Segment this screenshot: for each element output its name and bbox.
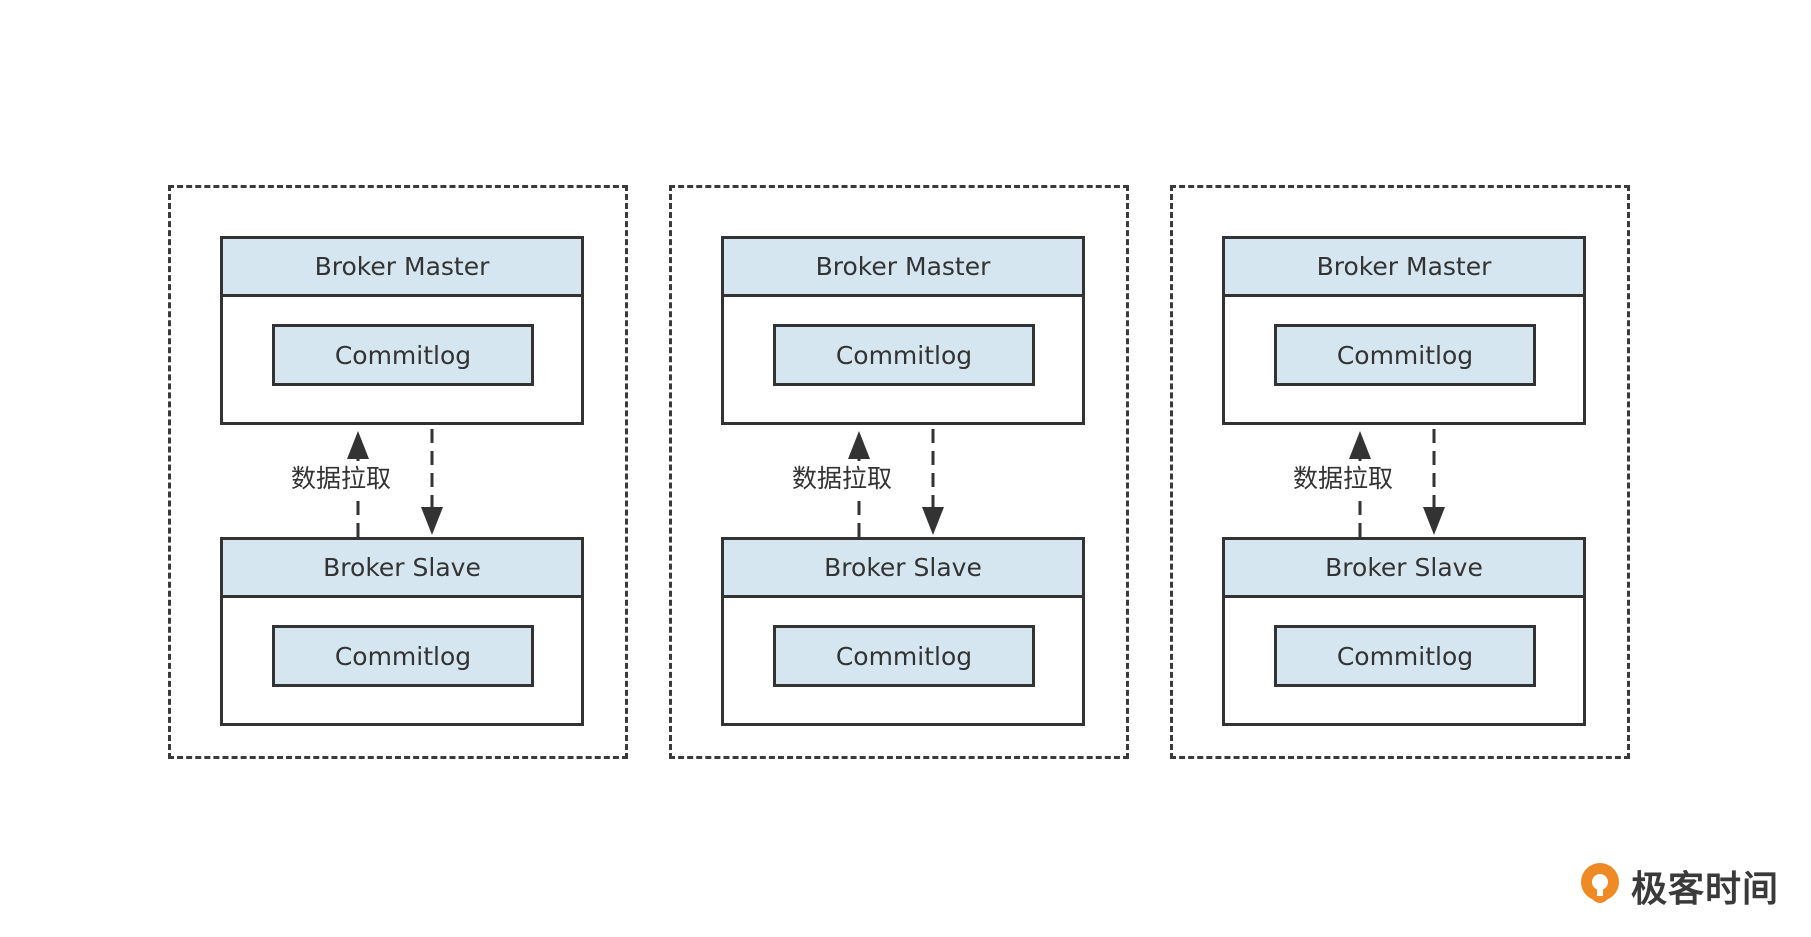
pull-arrow-up-icon xyxy=(1349,431,1371,459)
broker-slave-title: Broker Slave xyxy=(1225,540,1583,598)
broker-slave: Broker Slave Commitlog xyxy=(1222,537,1586,726)
broker-slave-title: Broker Slave xyxy=(724,540,1082,598)
commitlog-box: Commitlog xyxy=(272,625,534,687)
push-arrow-down-icon xyxy=(421,507,443,535)
commitlog-box: Commitlog xyxy=(272,324,534,386)
push-arrow-down-icon xyxy=(1423,507,1445,535)
broker-group-1: Broker Master Commitlog 数据拉取 Broker Slav… xyxy=(168,185,628,759)
broker-master: Broker Master Commitlog xyxy=(721,236,1085,425)
push-arrow-down-icon xyxy=(922,507,944,535)
broker-slave-title: Broker Slave xyxy=(223,540,581,598)
broker-master-title: Broker Master xyxy=(724,239,1082,297)
data-pull-label: 数据拉取 xyxy=(762,461,922,497)
logo-text: 极客时间 xyxy=(1631,869,1780,910)
broker-slave: Broker Slave Commitlog xyxy=(721,537,1085,726)
broker-master: Broker Master Commitlog xyxy=(220,236,584,425)
broker-master-title: Broker Master xyxy=(223,239,581,297)
broker-group-3: Broker Master Commitlog 数据拉取 Broker Slav… xyxy=(1170,185,1630,759)
broker-slave: Broker Slave Commitlog xyxy=(220,537,584,726)
geektime-logo-icon xyxy=(1581,863,1619,903)
commitlog-box: Commitlog xyxy=(1274,324,1536,386)
broker-master: Broker Master Commitlog xyxy=(1222,236,1586,425)
data-pull-label: 数据拉取 xyxy=(261,461,421,497)
commitlog-box: Commitlog xyxy=(773,625,1035,687)
commitlog-box: Commitlog xyxy=(1274,625,1536,687)
commitlog-box: Commitlog xyxy=(773,324,1035,386)
pull-arrow-up-icon xyxy=(848,431,870,459)
broker-master-title: Broker Master xyxy=(1225,239,1583,297)
geektime-logo: 极客时间 xyxy=(1577,856,1779,916)
pull-arrow-up-icon xyxy=(347,431,369,459)
data-pull-label: 数据拉取 xyxy=(1263,461,1423,497)
broker-group-2: Broker Master Commitlog 数据拉取 Broker Slav… xyxy=(669,185,1129,759)
